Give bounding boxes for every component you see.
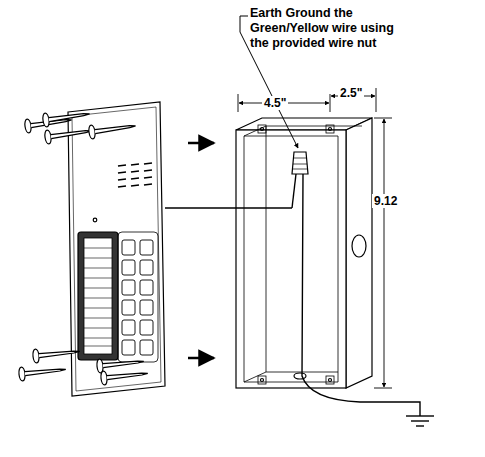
dimension-lines bbox=[238, 88, 392, 388]
dimension-label: 9.12 bbox=[372, 194, 399, 208]
screws bbox=[18, 107, 148, 385]
back-box bbox=[236, 118, 372, 388]
ground-symbol bbox=[406, 416, 434, 426]
intercom-panel bbox=[68, 102, 165, 396]
dimension-label: 2.5" bbox=[338, 86, 364, 100]
dimension-label: 4.5" bbox=[262, 96, 288, 110]
ground-note: Earth Ground the Green/Yellow wire using… bbox=[250, 6, 400, 51]
wire-nut bbox=[292, 152, 308, 174]
